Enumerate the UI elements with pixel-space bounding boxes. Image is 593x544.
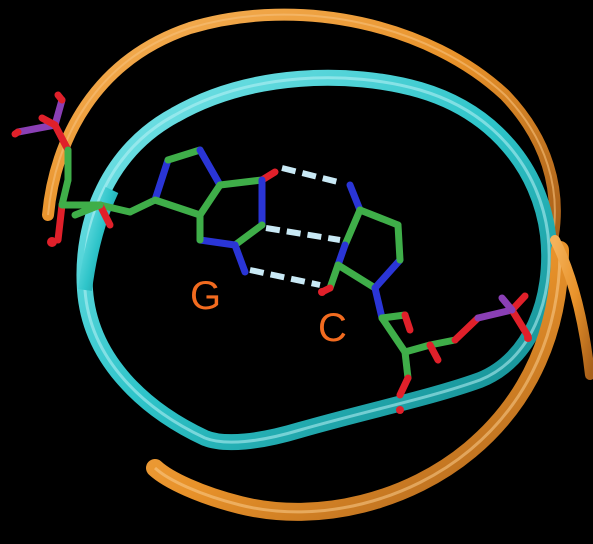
orange-backbone-ribbon-back (42, 8, 561, 241)
hydrogen-bond-2 (265, 225, 341, 243)
atom-caps (47, 237, 532, 414)
left-sugar-phosphate-backbone (11, 91, 159, 244)
hydrogen-bond-1 (281, 165, 339, 185)
right-sugar-phosphate-backbone (371, 284, 532, 399)
orange-backbone-ribbon-front (146, 235, 593, 521)
cytosine-base (318, 181, 404, 296)
guanine-base (151, 146, 279, 276)
cytosine-label: C (318, 306, 347, 350)
guanine-label: G (190, 274, 222, 318)
hydrogen-bond-3 (249, 267, 321, 288)
hydrogen-bonds (249, 165, 341, 288)
cyan-backbone-ribbon (76, 69, 558, 451)
